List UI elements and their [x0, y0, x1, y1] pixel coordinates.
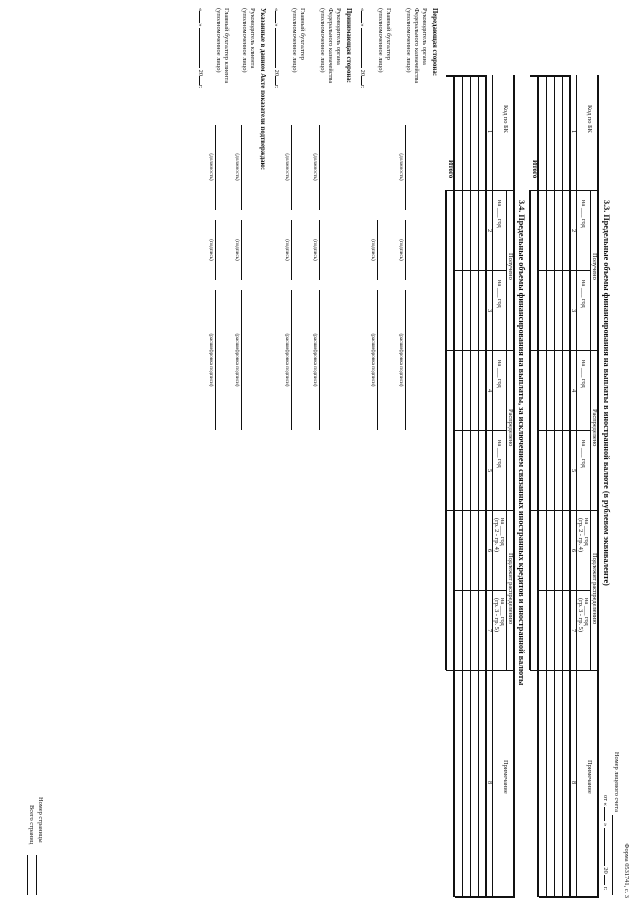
r-head-line2: Федерального казначейства	[327, 8, 334, 84]
r-head-line3: (уполномоченное лицо)	[319, 8, 326, 73]
s34-num-7: 7	[486, 629, 493, 633]
s34-col-kbk: Код по БК	[502, 105, 509, 133]
s34-group-distributed: Распределено	[507, 409, 514, 447]
account-number-label: Номер лицевого счета	[613, 751, 620, 812]
s34-sub-4: на ___ год	[496, 360, 503, 388]
s34-group-pending: Подлежит распределению	[507, 553, 514, 625]
s34-num-3: 3	[486, 309, 493, 313]
s33-num-1: 1	[570, 130, 577, 134]
c-acc-line1: Главный бухгалтер клиента	[223, 8, 230, 84]
s33-group-distributed: Распределено	[591, 409, 598, 447]
c-date-row: «» 20г.	[197, 8, 204, 89]
receiving-side-title: Принимающая сторона:	[345, 8, 352, 83]
page-number-line	[36, 855, 37, 895]
t-date-row: «» 20г.	[359, 8, 366, 89]
s34-col-note: Примечание	[502, 760, 509, 794]
account-number-line	[612, 815, 613, 895]
c-acc-line2: (уполномоченное лицо)	[215, 8, 222, 73]
c-head-line2: (уполномоченное лицо)	[241, 8, 248, 73]
t-head-line1: Руководитель органа	[421, 8, 428, 65]
total-pages-line	[27, 855, 28, 895]
t-head-line3: (уполномоченное лицо)	[405, 8, 412, 73]
t-head-line2: Федерального казначейства	[413, 8, 420, 84]
s33-num-7: 7	[570, 629, 577, 633]
total-pages-label: Всего страниц	[28, 805, 35, 845]
s33-num-6: 6	[570, 549, 577, 553]
s34-total-label: Итого	[447, 160, 454, 179]
s34-num-4: 4	[486, 389, 493, 393]
s33-sub-2: на ___ год	[580, 200, 587, 228]
s33-num-3: 3	[570, 309, 577, 313]
transferring-side-title: Передающая сторона:	[431, 8, 438, 76]
s33-sub-6-formula: (гр. 2 - гр. 4)	[577, 518, 584, 552]
s34-sub-5: на ___ год	[496, 440, 503, 468]
header-date-row: от « » 20 г.	[602, 795, 609, 891]
s34-sub-6-formula: (гр. 2 - гр. 4)	[493, 518, 500, 552]
s34-sub-3: на ___ год	[496, 280, 503, 308]
section-3-4-title: 3.4. Предельные объемы финансирования на…	[517, 200, 526, 686]
s33-num-8: 8	[570, 781, 577, 785]
r-head-line1: Руководитель органа	[335, 8, 342, 65]
r-acc-line2: (уполномоченное лицо)	[291, 8, 298, 73]
s33-sub-7-formula: (гр. 3 - гр. 5)	[577, 598, 584, 632]
t-acc-line2: (уполномоченное лицо)	[377, 8, 384, 73]
s33-group-received: Получено	[591, 253, 598, 280]
s34-group-received: Получено	[507, 253, 514, 280]
c-head-line1: Руководитель клиента	[249, 8, 256, 69]
form-code: Форма 0531741, с. 3	[623, 843, 630, 898]
s34-num-5: 5	[486, 469, 493, 473]
s33-sub-4: на ___ год	[580, 360, 587, 388]
page-number-label: Номер страницы	[37, 797, 44, 843]
s33-col-kbk: Код по БК	[586, 105, 593, 133]
t-acc-line1: Главный бухгалтер	[385, 8, 392, 60]
confirm-title: Указанные в данном Акте показатели подтв…	[259, 8, 266, 170]
s34-num-1: 1	[486, 130, 493, 134]
r-date-row: «» 20г.	[273, 8, 280, 89]
s33-num-4: 4	[570, 389, 577, 393]
s33-num-2: 2	[570, 229, 577, 233]
s34-num-8: 8	[486, 781, 493, 785]
s33-sub-5: на ___ год	[580, 440, 587, 468]
s33-group-pending: Подлежит распределению	[591, 553, 598, 625]
s33-col-note: Примечание	[586, 760, 593, 794]
s34-num-6: 6	[486, 549, 493, 553]
s33-total-label: Итого	[531, 160, 538, 179]
s34-sub-2: на ___ год	[496, 200, 503, 228]
s33-num-5: 5	[570, 469, 577, 473]
s33-sub-3: на ___ год	[580, 280, 587, 308]
section-3-3-title: 3.3. Предельные объемы финансирования на…	[602, 200, 611, 586]
s34-sub-7-formula: (гр. 3 - гр. 5)	[493, 598, 500, 632]
r-acc-line1: Главный бухгалтер	[299, 8, 306, 60]
s34-num-2: 2	[486, 229, 493, 233]
rotated-form-page: Форма 0531741, с. 3 Номер лицевого счета…	[27, 8, 630, 898]
